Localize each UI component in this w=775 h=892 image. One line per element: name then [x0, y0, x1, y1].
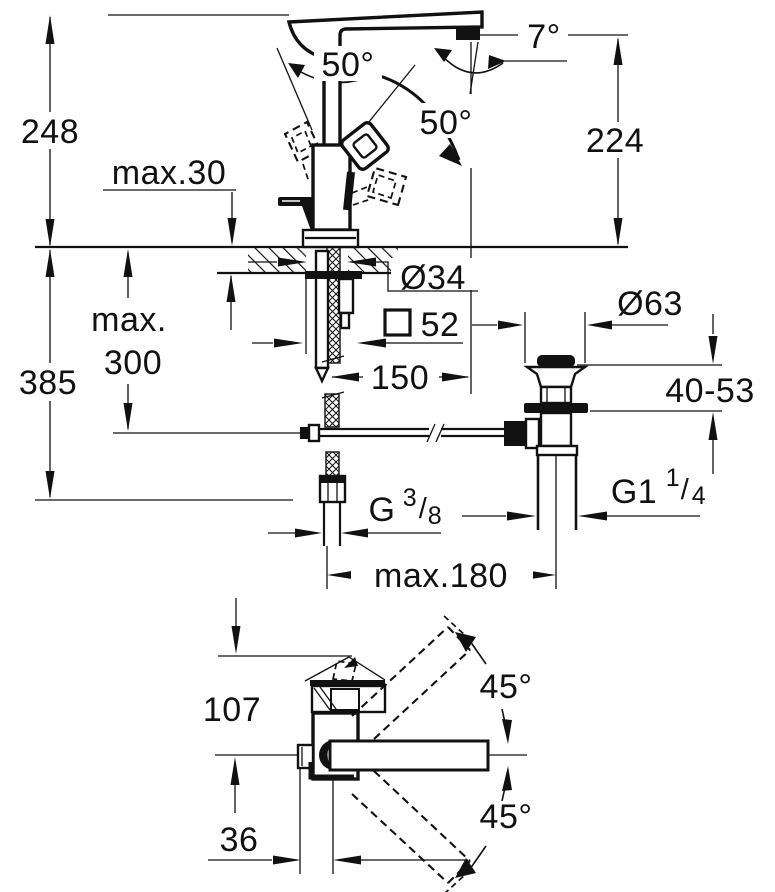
popup-waste-drain	[523, 355, 589, 530]
label-g38: G 3 / 8	[369, 484, 442, 530]
outlet-angle-tick	[469, 41, 479, 95]
faucet-front-view	[276, 10, 589, 546]
faucet-body	[311, 143, 352, 232]
drain-knob	[537, 355, 575, 367]
spout	[286, 10, 484, 148]
counter-hatch-right	[348, 247, 398, 273]
label-max30: max.30	[112, 154, 227, 192]
drain-flange	[524, 403, 588, 413]
handle-alt-positions	[283, 120, 408, 207]
label-36: 36	[220, 821, 259, 859]
drain-tailpipe	[536, 455, 578, 530]
label-7deg: 7°	[527, 18, 561, 56]
supply-hoses	[305, 246, 362, 546]
plan-spout	[304, 656, 387, 714]
label-50deg-left: 50°	[322, 46, 375, 84]
aerator	[456, 27, 480, 40]
square-symbol	[383, 308, 412, 337]
dim-max180-line	[326, 528, 557, 589]
svg-text:/: /	[419, 493, 428, 525]
plan-body	[296, 711, 490, 781]
label-107: 107	[203, 691, 261, 729]
plan-hub-mark	[308, 762, 354, 780]
dim-36-line	[208, 768, 468, 874]
dimension-labels: 248 max.30 50° 7° 50° 224 385 max. 300 Ø…	[13, 18, 754, 859]
side-stub-shadow	[302, 206, 313, 236]
svg-text:/: /	[681, 474, 690, 506]
label-g114: G1 1 / 4	[611, 464, 706, 511]
supply-tube	[314, 249, 330, 370]
svg-text:G1: G1	[611, 473, 657, 511]
mounting-washer	[305, 271, 362, 279]
label-385: 385	[19, 364, 77, 402]
label-52: 52	[421, 306, 460, 344]
label-45deg-bottom: 45°	[480, 798, 533, 836]
plan-reference-lines	[215, 655, 527, 756]
mounting-bracket	[337, 277, 355, 315]
label-max300-line1: max.	[91, 301, 167, 339]
g38-tail	[322, 502, 342, 546]
label-50deg-right: 50°	[420, 104, 473, 142]
plan-lever-swing-down	[351, 766, 512, 892]
svg-text:4: 4	[692, 482, 706, 510]
dim-o63-line	[472, 312, 668, 363]
label-224: 224	[586, 122, 644, 160]
drain-union-nut	[535, 444, 579, 457]
tube-tip	[314, 366, 330, 384]
handle-angle-line-left	[276, 47, 313, 131]
dim-107-line	[234, 598, 237, 813]
counter-hatch-left	[248, 247, 306, 273]
svg-text:1: 1	[666, 464, 680, 492]
drain-cone	[523, 365, 589, 389]
dim-7deg-line	[475, 34, 628, 62]
label-45deg-top: 45°	[480, 668, 533, 706]
plan-lever-swing-up	[351, 615, 512, 744]
drain-body	[539, 411, 573, 448]
svg-text:G: G	[369, 491, 396, 529]
label-o34: Ø34	[400, 259, 466, 297]
lever-handle	[340, 121, 390, 211]
label-248: 248	[21, 113, 79, 151]
countertop-section	[35, 245, 628, 275]
plan-dimension-arrowheads	[230, 626, 361, 865]
dim-4053-line	[577, 314, 722, 474]
plan-lever	[328, 739, 490, 772]
label-150: 150	[371, 359, 429, 397]
label-max180: max.180	[374, 557, 508, 595]
popup-rod	[300, 417, 541, 450]
label-o63: Ø63	[617, 285, 683, 323]
label-max300-line2: 300	[104, 344, 162, 382]
svg-text:3: 3	[403, 484, 417, 512]
label-40-53: 40-53	[665, 372, 754, 410]
plan-view	[208, 598, 527, 892]
svg-text:8: 8	[428, 502, 442, 530]
